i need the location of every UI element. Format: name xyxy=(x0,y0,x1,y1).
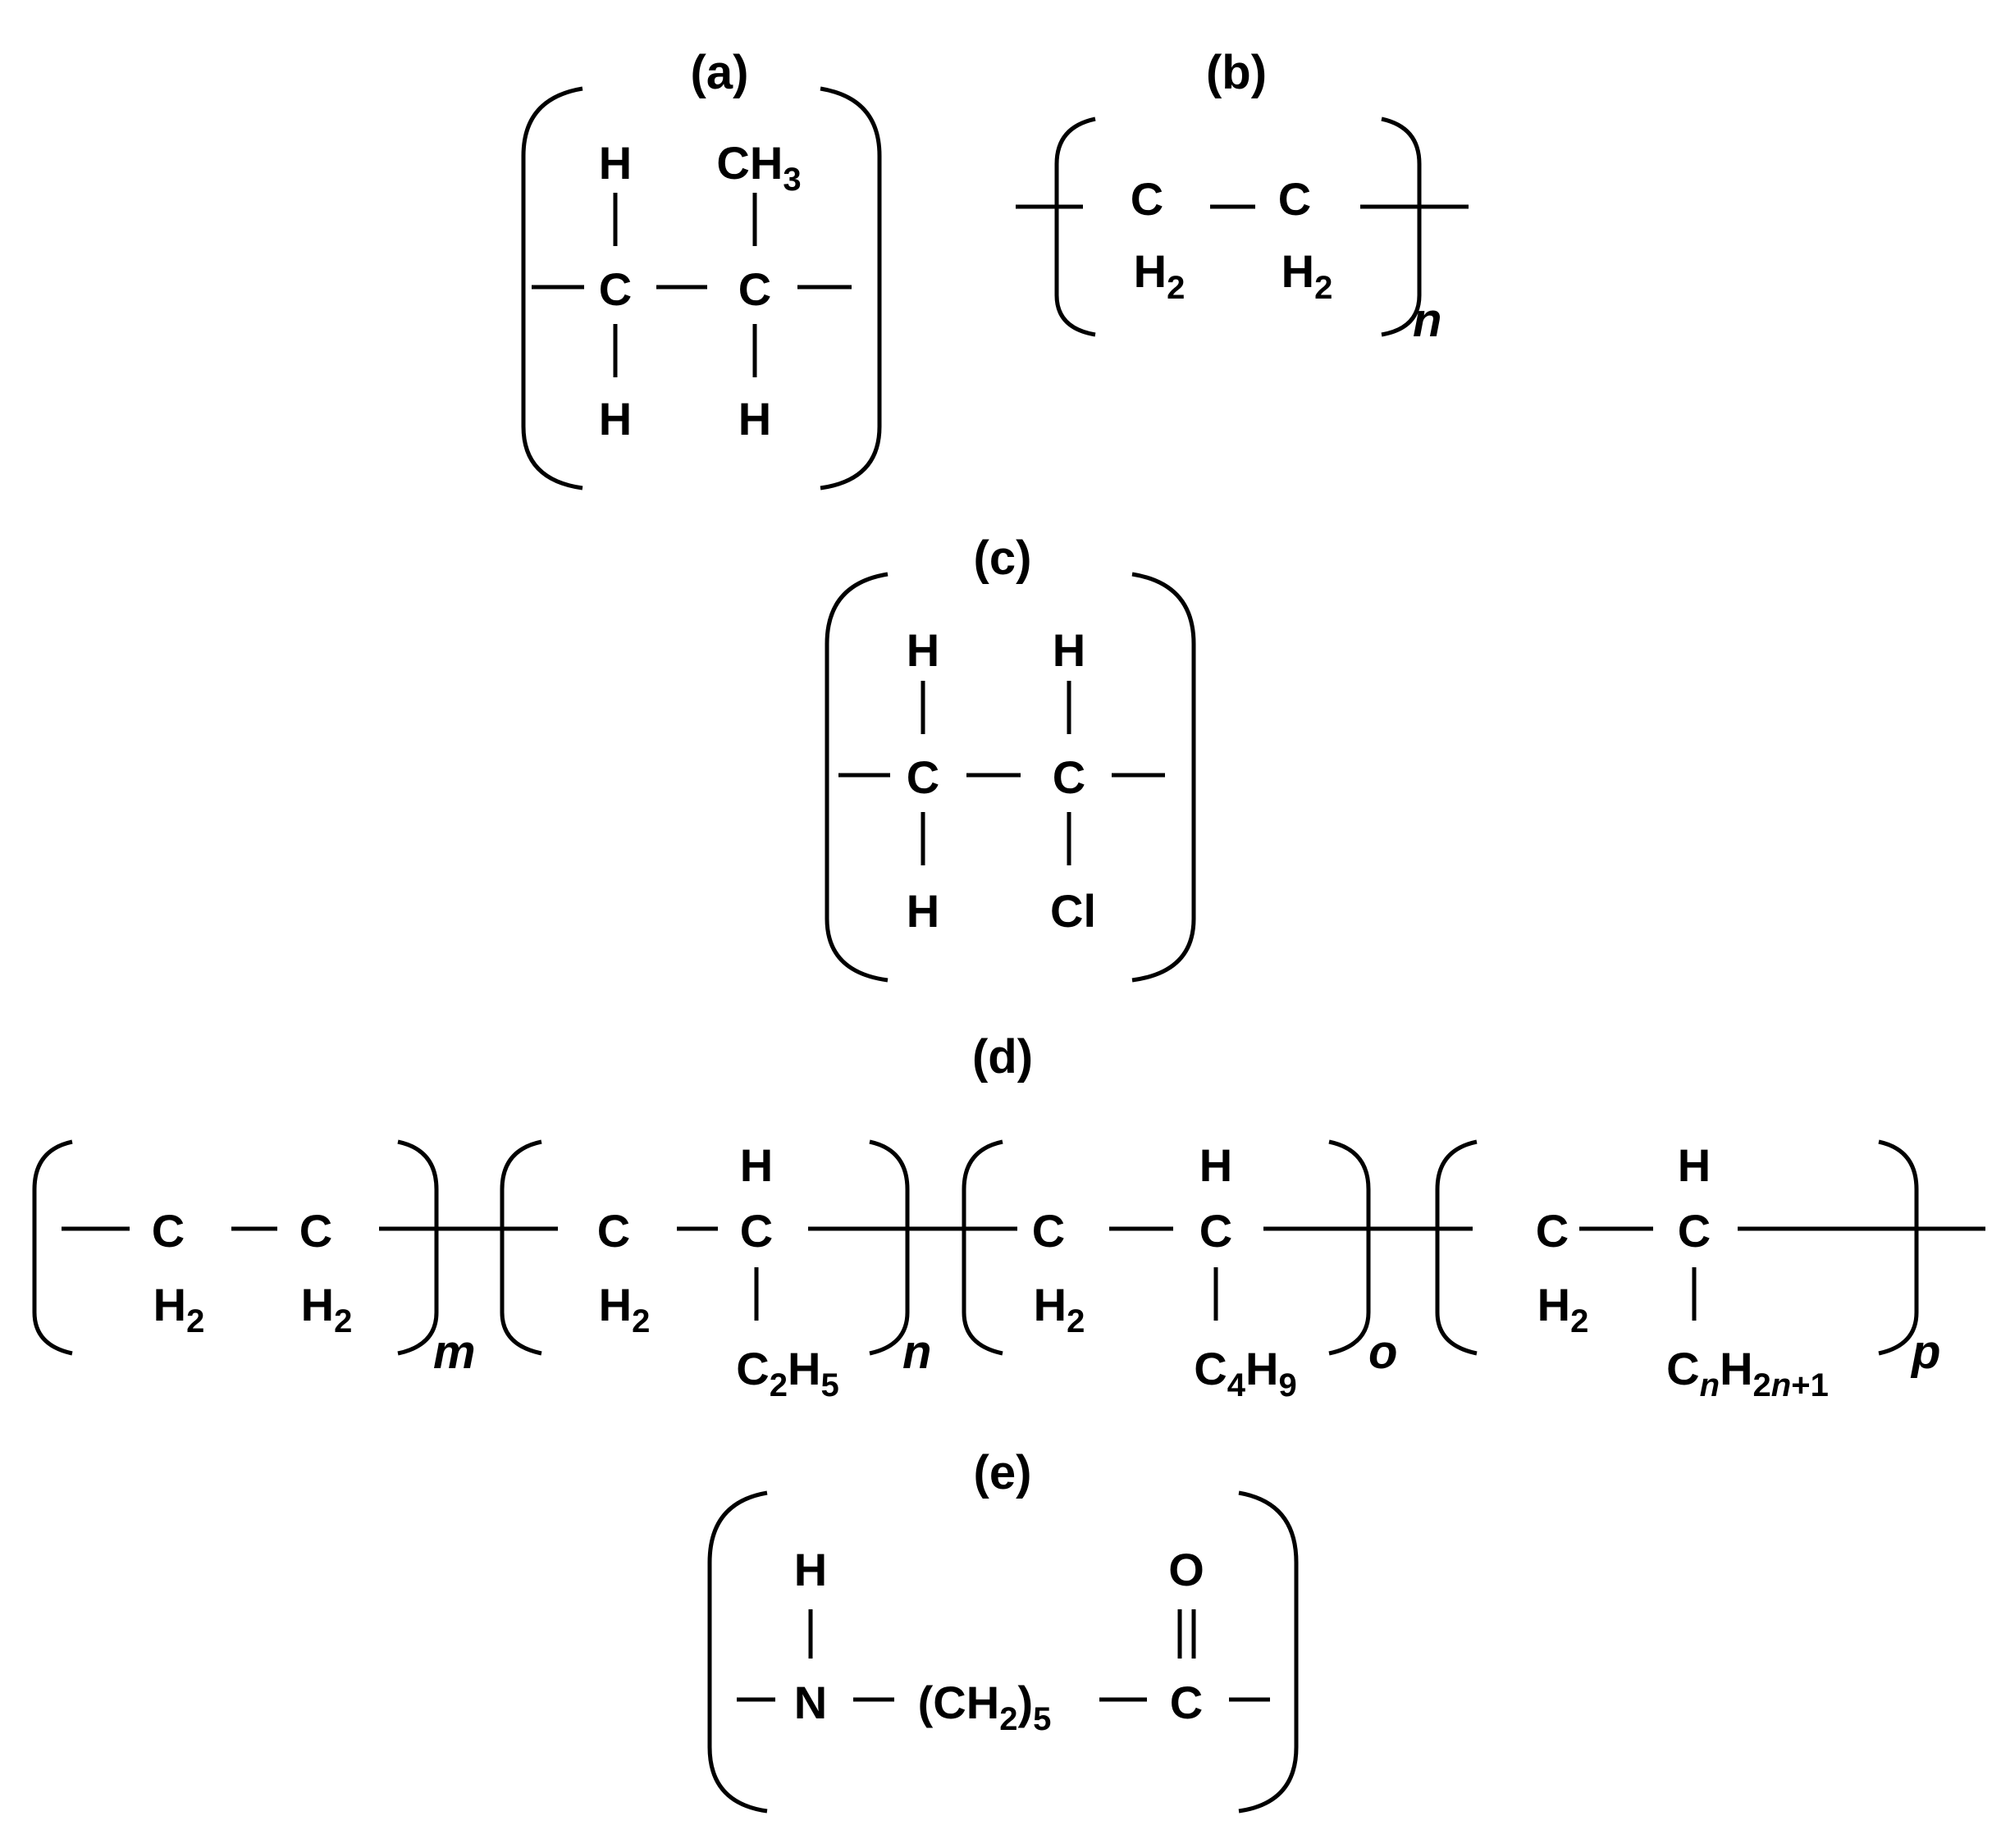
atom-c: C xyxy=(1170,1677,1203,1728)
atom-ch2: H2 xyxy=(1134,245,1186,306)
bracket-right xyxy=(1238,1490,1299,1814)
atom-ch2: H2 xyxy=(599,1279,651,1339)
bracket-right xyxy=(397,1139,439,1356)
bracket-right xyxy=(820,86,882,491)
atom-h: H xyxy=(1199,1139,1232,1191)
repeat-index: p xyxy=(1910,1326,1940,1379)
atom-c: C xyxy=(299,1205,332,1257)
structure-a: (a) H CH3 C C H H xyxy=(521,46,882,491)
structure-b: (b) C H2 C H2 n xyxy=(1016,46,1469,347)
label-e: (e) xyxy=(974,1446,1032,1499)
repeat-index: o xyxy=(1368,1326,1397,1379)
atom-ch2: H2 xyxy=(1281,245,1333,306)
atom-cnh2n1: CnH2n+1 xyxy=(1666,1343,1829,1403)
bracket-left xyxy=(1435,1139,1478,1356)
atom-cl: Cl xyxy=(1050,885,1096,937)
bracket-right xyxy=(1328,1139,1371,1356)
bracket-left xyxy=(962,1139,1003,1356)
label-d: (d) xyxy=(972,1030,1033,1084)
atom-c: C xyxy=(907,751,939,803)
structure-d: (d) C H2 C H2 m C H2 H C C2H5 n C H2 H C… xyxy=(32,1030,1985,1403)
atom-h: H xyxy=(740,1139,773,1191)
atom-c: C xyxy=(597,1205,630,1257)
structure-e: (e) H O N (CH2)5 C xyxy=(707,1446,1299,1814)
bracket-right xyxy=(1381,116,1422,337)
atom-c: C xyxy=(1536,1205,1569,1257)
atom-c: C xyxy=(738,263,771,315)
structure-c: (c) H H C C H Cl xyxy=(825,532,1196,983)
atom-c: C xyxy=(1278,173,1311,225)
atom-ch2: H2 xyxy=(1537,1279,1589,1339)
bracket-right xyxy=(1131,572,1196,983)
label-c: (c) xyxy=(974,532,1032,585)
label-a: (a) xyxy=(691,46,749,99)
bracket-left xyxy=(825,572,889,983)
atom-ch2: H2 xyxy=(153,1279,205,1339)
atom-ch2: H2 xyxy=(1034,1279,1085,1339)
bracket-left xyxy=(500,1139,542,1356)
atom-ch3: CH3 xyxy=(716,137,801,198)
atom-h: H xyxy=(907,885,939,937)
atom-o: O xyxy=(1168,1544,1204,1595)
atom-n: N xyxy=(794,1677,827,1728)
atom-h: H xyxy=(1678,1139,1711,1191)
atom-c2h5: C2H5 xyxy=(736,1343,838,1403)
atom-c: C xyxy=(599,263,632,315)
repeat-index: n xyxy=(1413,294,1441,347)
repeat-index: n xyxy=(902,1326,931,1379)
atom-c: C xyxy=(740,1205,773,1257)
atom-c: C xyxy=(1053,751,1085,803)
atom-ch2-5: (CH2)5 xyxy=(918,1677,1052,1737)
atom-c: C xyxy=(1678,1205,1711,1257)
bracket-left xyxy=(32,1139,73,1356)
atom-ch2: H2 xyxy=(301,1279,353,1339)
bracket-left xyxy=(521,86,583,491)
atom-h: H xyxy=(599,393,632,445)
atom-h: H xyxy=(1053,624,1085,676)
atom-h: H xyxy=(794,1544,827,1595)
atom-c: C xyxy=(1199,1205,1232,1257)
repeat-index: m xyxy=(433,1326,476,1379)
atom-c: C xyxy=(1131,173,1163,225)
bracket-left xyxy=(707,1490,768,1814)
bracket-right xyxy=(869,1139,910,1356)
atom-h: H xyxy=(599,137,632,189)
atom-c: C xyxy=(1032,1205,1065,1257)
atom-h: H xyxy=(738,393,771,445)
atom-c4h9: C4H9 xyxy=(1194,1343,1296,1403)
label-b: (b) xyxy=(1206,46,1267,99)
bracket-left xyxy=(1054,116,1096,337)
atom-h: H xyxy=(907,624,939,676)
atom-c: C xyxy=(152,1205,185,1257)
bracket-right xyxy=(1878,1139,1919,1356)
